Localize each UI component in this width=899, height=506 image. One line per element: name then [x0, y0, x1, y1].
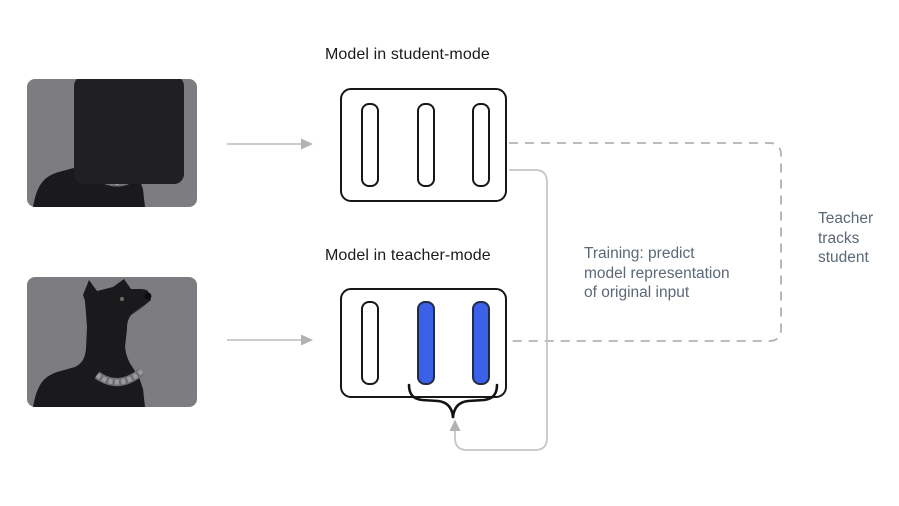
- representation-unit-empty: [416, 103, 435, 187]
- student-model-box: [340, 88, 507, 202]
- student-model-title: Model in student-mode: [325, 46, 490, 63]
- representation-unit-empty: [361, 301, 379, 385]
- representation-unit-empty: [472, 103, 490, 187]
- masked-input-image: [27, 79, 197, 207]
- teacher-tracks-note: Teacher tracks student: [818, 210, 874, 266]
- representation-unit-filled: [416, 301, 435, 385]
- training-note: Training: predict model representation o…: [584, 245, 730, 301]
- arrow-right-icon: [227, 138, 313, 150]
- representation-unit-empty: [361, 103, 379, 187]
- mask-overlay: [74, 79, 184, 184]
- dashed-feedback-path: [509, 142, 782, 342]
- original-input-image: [27, 277, 197, 407]
- arrow-right-icon: [227, 334, 313, 346]
- teacher-model-title: Model in teacher-mode: [325, 247, 491, 264]
- representation-unit-filled: [472, 301, 490, 385]
- dog-photo: [27, 277, 197, 407]
- teacher-model-box: [340, 288, 507, 398]
